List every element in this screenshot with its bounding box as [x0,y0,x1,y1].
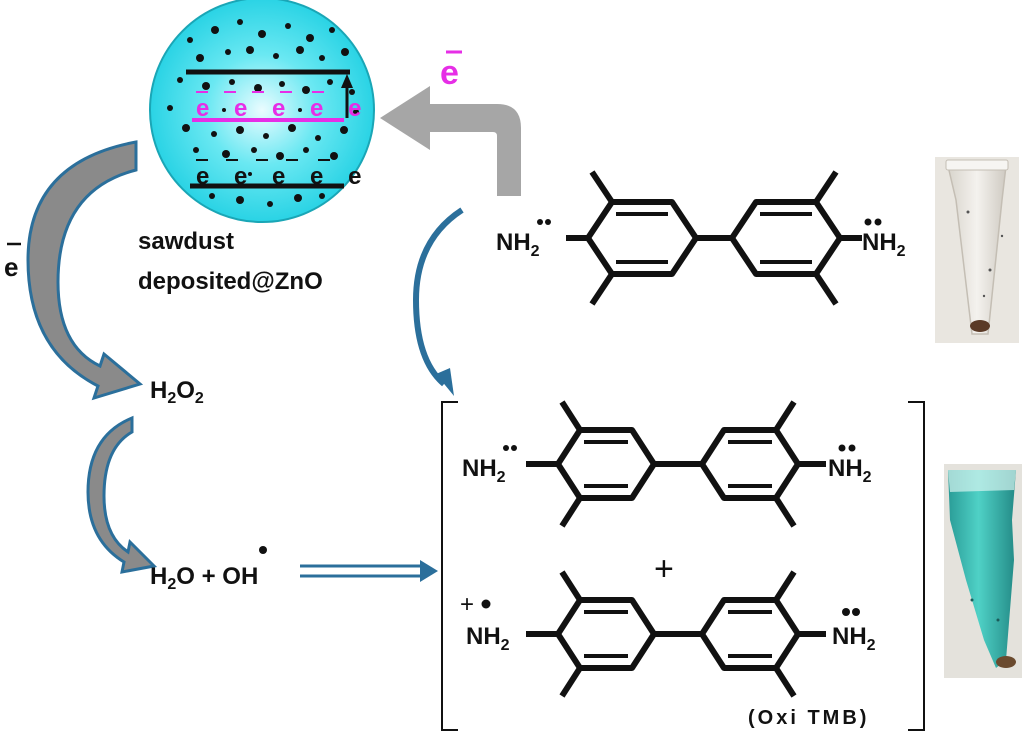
oxitmb1-nh2-left: NH2 [462,455,506,486]
catalyst-sphere: e e e e e e e e e e [149,0,375,223]
vial-photo-colorless [935,157,1019,343]
electron-label-left: e [4,252,18,282]
oxitmb-plus-sign: + [654,550,674,588]
oxitmb2-nh2-left: NH2 [466,623,510,654]
electron-row-bottom: e e e e e [196,163,370,190]
left-curved-arrow [26,140,144,401]
gray-electron-arrow [380,86,521,196]
radical-cation-dot [481,599,491,609]
products-to-oxitmb-arrow [300,560,438,582]
radical-dot [259,546,267,554]
vial-photo-blue [944,464,1022,678]
h2o2-label: H2O2 [150,377,204,407]
oxitmb-label: (Oxi TMB) [748,707,869,729]
oxitmb1-nh2-right: NH2 [828,455,872,486]
electron-label-top: e [440,54,459,92]
oxitmb2-nh2-right: NH2 [832,623,876,654]
middle-curved-arrow [86,415,158,574]
radical-cation-plus: + [460,591,474,618]
tmb-curved-arrow [412,207,464,396]
oxitmb-bracket [441,401,925,731]
catalyst-label-line1: sawdust [138,228,234,255]
up-arrow-icon [341,74,353,88]
electron-row-top: e e e e e [196,95,370,122]
oxitmb-molecule-1 [526,400,826,528]
tmb-molecule [566,170,862,306]
tmb-nh2-left: NH2 [496,229,540,260]
tmb-nh2-right: NH2 [862,229,906,260]
products-label: H2O + OH [150,563,258,593]
catalyst-label-line2: deposited@ZnO [138,268,323,295]
oxitmb-molecule-2 [526,570,826,698]
sawdust-particles [167,19,359,207]
